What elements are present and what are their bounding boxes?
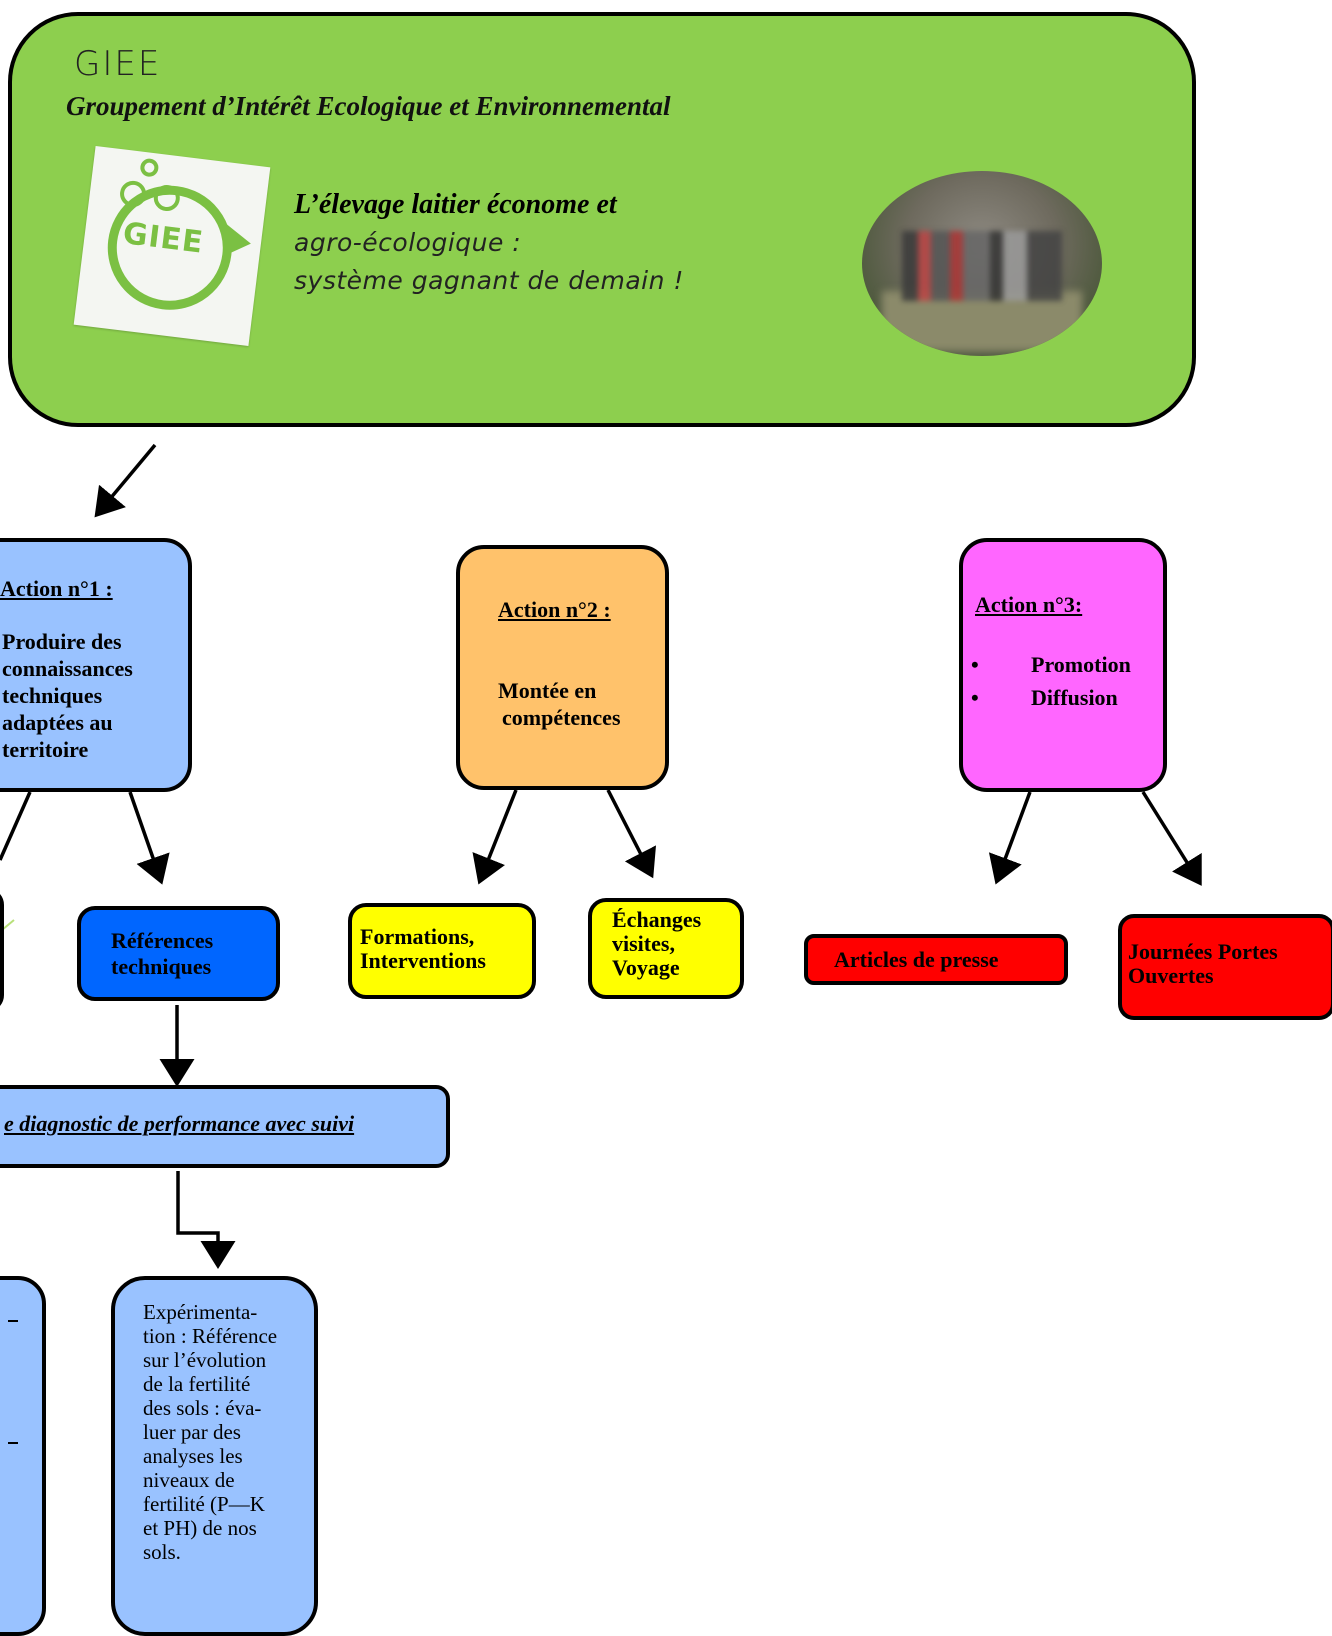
group-photo bbox=[862, 171, 1102, 356]
green-accent bbox=[1, 919, 15, 931]
echanges-line: visites, bbox=[612, 931, 675, 956]
experimentation-line: sur l’évolution bbox=[143, 1348, 267, 1372]
action1-line: techniques bbox=[2, 683, 103, 708]
dash-mark bbox=[8, 1320, 18, 1322]
articles-label: Articles de presse bbox=[834, 947, 999, 972]
action3-box: Action n°3: •Promotion •Diffusion bbox=[959, 538, 1167, 792]
action1-body: Produire des connaissances techniques ad… bbox=[2, 628, 133, 763]
diagnostic-label: e diagnostic de performance avec suivi bbox=[4, 1111, 355, 1136]
experimentation-text: Expérimenta- tion : Référence sur l’évol… bbox=[143, 1300, 319, 1564]
left-lower-partial-box bbox=[0, 1276, 46, 1636]
left-partial-box bbox=[0, 888, 4, 1012]
arrow-action1-left bbox=[0, 791, 32, 861]
tagline-line3: système gagnant de demain ! bbox=[294, 266, 684, 295]
diagnostic-box: e diagnostic de performance avec suivi bbox=[0, 1085, 450, 1168]
action2-line: compétences bbox=[502, 705, 621, 730]
dash-mark bbox=[8, 1442, 18, 1444]
formations-label: Formations, Interventions bbox=[360, 925, 486, 973]
action2-box: Action n°2 : Montée en compétences bbox=[456, 545, 669, 790]
experimentation-line: fertilité (P—K bbox=[143, 1492, 265, 1516]
references-label: Références techniques bbox=[111, 928, 213, 980]
action3-bullets: •Promotion •Diffusion bbox=[971, 648, 1131, 714]
tagline-line2: agro-écologique : bbox=[294, 228, 522, 257]
arrow-action3-to-journees bbox=[1141, 791, 1202, 886]
action1-line: adaptées au bbox=[2, 710, 113, 735]
action1-line: Produire des bbox=[2, 629, 122, 654]
action2-title: Action n°2 : bbox=[498, 597, 611, 622]
formations-box: Formations, Interventions bbox=[348, 903, 536, 999]
journees-box: Journées Portes Ouvertes bbox=[1118, 914, 1332, 1020]
arrow-action2-to-formations bbox=[472, 789, 518, 885]
experimentation-line: et PH) de nos bbox=[143, 1516, 257, 1540]
action3-bullet: •Diffusion bbox=[971, 685, 1118, 710]
echanges-line: Échanges bbox=[612, 907, 702, 932]
experimentation-line: de la fertilité bbox=[143, 1372, 251, 1396]
action3-title: Action n°3: bbox=[975, 592, 1083, 617]
action1-line: connaissances bbox=[2, 656, 133, 681]
arrow-action2-to-echanges bbox=[606, 789, 657, 879]
action3-bullet: •Promotion bbox=[971, 652, 1131, 677]
experimentation-box: Expérimenta- tion : Référence sur l’évol… bbox=[111, 1276, 318, 1636]
experimentation-line: des sols : éva- bbox=[143, 1396, 262, 1420]
references-line: techniques bbox=[111, 954, 212, 979]
action1-box: Action n°1 : Produire des connaissances … bbox=[0, 538, 192, 792]
giee-logo-image: GIEE bbox=[73, 145, 271, 347]
references-line: Références bbox=[111, 928, 214, 953]
articles-box: Articles de presse bbox=[804, 934, 1068, 985]
arrow-diagnostic-to-experimentation bbox=[176, 1171, 236, 1269]
journees-label: Journées Portes Ouvertes bbox=[1128, 940, 1278, 988]
journees-line: Journées Portes bbox=[1128, 939, 1278, 964]
action1-title: Action n°1 : bbox=[0, 576, 113, 601]
experimentation-line: luer par des bbox=[143, 1420, 241, 1444]
references-box: Références techniques bbox=[77, 906, 280, 1001]
arrow-action1-to-references bbox=[128, 791, 170, 885]
journees-line: Ouvertes bbox=[1128, 963, 1214, 988]
action1-line: territoire bbox=[2, 737, 89, 762]
formations-line: Interventions bbox=[360, 948, 486, 973]
experimentation-line: Expérimenta- bbox=[143, 1300, 258, 1324]
header-subtitle: Groupement d’Intérêt Ecologique et Envir… bbox=[66, 91, 671, 121]
arrow-header-to-action1 bbox=[94, 443, 157, 518]
experimentation-line: tion : Référence bbox=[143, 1324, 278, 1348]
echanges-line: Voyage bbox=[612, 955, 680, 980]
experimentation-line: sols. bbox=[143, 1540, 181, 1564]
tagline-line1: L’élevage laitier économe et bbox=[294, 189, 617, 220]
experimentation-line: niveaux de bbox=[143, 1468, 235, 1492]
experimentation-line: analyses les bbox=[143, 1444, 243, 1468]
giee-header-card: GIEE Groupement d’Intérêt Ecologique et … bbox=[8, 12, 1196, 427]
formations-line: Formations, bbox=[360, 924, 475, 949]
echanges-label: Échanges visites, Voyage bbox=[612, 908, 701, 980]
action2-body: Montée en compétences bbox=[498, 677, 621, 731]
echanges-box: Échanges visites, Voyage bbox=[588, 898, 744, 999]
header-title: GIEE bbox=[74, 44, 162, 84]
arrow-action3-to-articles bbox=[988, 791, 1032, 885]
tagline: L’élevage laitier économe et agro-écolog… bbox=[294, 186, 684, 300]
action2-line: Montée en bbox=[498, 678, 597, 703]
